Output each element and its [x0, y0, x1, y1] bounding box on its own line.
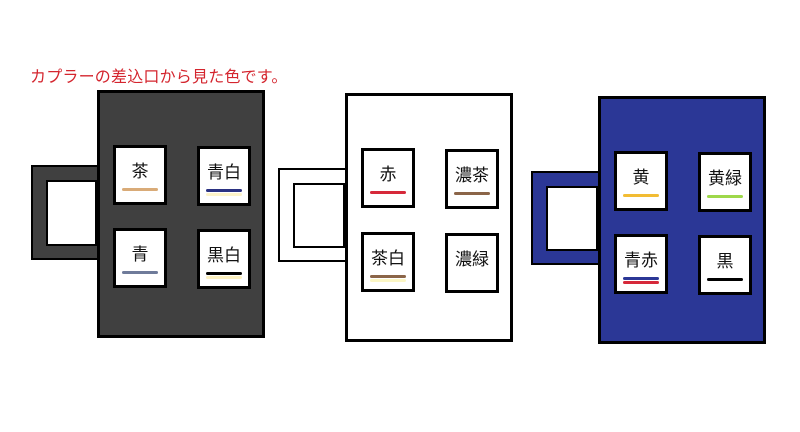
color-stripe: [623, 281, 659, 284]
wire-color-stripes: [454, 192, 490, 195]
wire-color-label: 黒白: [207, 246, 241, 266]
terminal-slot: 黄: [614, 151, 668, 211]
wire-color-label: 茶白: [371, 249, 405, 269]
terminal-slot: 青赤: [614, 234, 668, 294]
color-stripe: [370, 275, 406, 278]
terminal-slot: 茶: [113, 145, 167, 205]
color-stripe: [122, 271, 158, 274]
wire-color-stripes: [707, 278, 743, 281]
terminal-slot: 赤: [361, 148, 415, 208]
wire-color-label: 赤: [379, 165, 397, 185]
latch-opening: [46, 180, 97, 246]
terminal-slot: 青: [113, 228, 167, 288]
terminal-slot: 黒白: [197, 229, 251, 289]
color-stripe: [122, 188, 158, 191]
wire-color-label: 青赤: [624, 251, 658, 271]
wire-color-stripes: [370, 275, 406, 282]
color-stripe: [707, 278, 743, 281]
wire-color-stripes: [206, 189, 242, 196]
wire-color-label: 青: [131, 245, 149, 265]
diagram-title: カプラーの差込口から見た色です。: [30, 67, 288, 86]
color-stripe: [623, 194, 659, 197]
terminal-slot: 黒: [698, 235, 752, 295]
latch-opening: [293, 183, 345, 248]
terminal-slot: 濃茶: [445, 149, 499, 209]
wire-color-label: 青白: [207, 163, 241, 183]
terminal-slot: 茶白: [361, 232, 415, 292]
wire-color-stripes: [122, 271, 158, 274]
terminal-slot: 青白: [197, 146, 251, 206]
wire-color-stripes: [370, 191, 406, 194]
wire-color-label: 濃茶: [455, 166, 489, 186]
wire-color-label: 濃緑: [455, 250, 489, 270]
wire-color-label: 黄緑: [708, 169, 742, 189]
wire-color-stripes: [623, 194, 659, 197]
connector-blue-body: [598, 96, 766, 344]
color-stripe: [206, 272, 242, 275]
wire-color-stripes: [122, 188, 158, 191]
color-stripe: [370, 279, 406, 282]
wire-color-stripes: [206, 272, 242, 279]
wire-color-stripes: [707, 195, 743, 198]
wire-color-label: 黄: [632, 168, 650, 188]
color-stripe: [206, 276, 242, 279]
connector-dark-gray-body: [97, 90, 265, 338]
color-stripe: [707, 195, 743, 198]
wire-color-stripes: [623, 277, 659, 284]
color-stripe: [454, 192, 490, 195]
color-stripe: [370, 191, 406, 194]
terminal-slot: 濃緑: [445, 233, 499, 293]
wire-color-label: 茶: [131, 162, 149, 182]
connector-white-body: [345, 93, 513, 342]
terminal-slot: 黄緑: [698, 152, 752, 212]
latch-opening: [546, 186, 598, 251]
wire-color-label: 黒: [716, 252, 734, 272]
color-stripe: [206, 189, 242, 192]
color-stripe: [206, 193, 242, 196]
color-stripe: [623, 277, 659, 280]
